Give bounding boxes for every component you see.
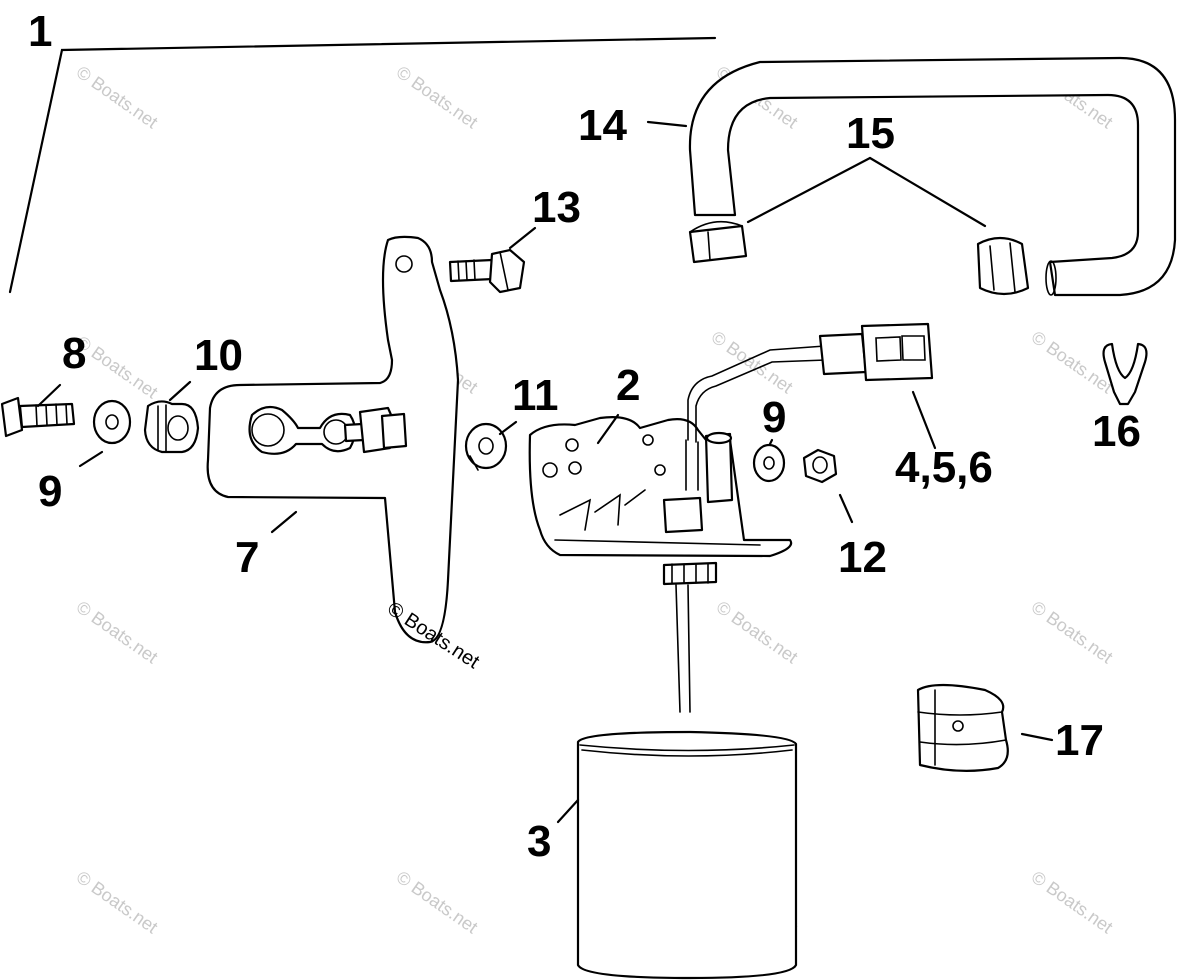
- leader-lines: [36, 120, 1054, 824]
- callout-13: 13: [532, 183, 581, 232]
- part-15-clamp-left: [688, 220, 748, 264]
- part-9-washer-left: [92, 399, 132, 445]
- part-7-bracket: [206, 235, 460, 644]
- watermark: © Boats.net: [393, 867, 482, 937]
- callout-1: 1: [28, 7, 52, 56]
- part-10-grommet: [143, 400, 200, 454]
- part-16-clip: [1102, 342, 1148, 406]
- watermark: © Boats.net: [393, 62, 482, 132]
- callout-4-5-6: 4,5,6: [895, 443, 993, 492]
- callout-17: 17: [1055, 716, 1104, 765]
- callout-labels: 1 14 15 13 8 10 11 2 9 16 4,5,6 9 12 7 1…: [28, 7, 1141, 866]
- part-8-bolt: [0, 396, 76, 438]
- callout-14: 14: [578, 101, 627, 150]
- callout-15: 15: [846, 109, 895, 158]
- callout-11: 11: [512, 371, 559, 420]
- watermark: © Boats.net: [73, 62, 162, 132]
- callout-7: 7: [235, 533, 259, 582]
- callout-3: 3: [527, 817, 551, 866]
- watermark: © Boats.net: [1028, 867, 1117, 937]
- callout-12: 12: [838, 533, 887, 582]
- part-11-spacer: [464, 422, 508, 471]
- callout-8: 8: [62, 329, 86, 378]
- part-17-clamp: [916, 683, 1009, 772]
- watermark: © Boats.net: [73, 867, 162, 937]
- callout-9-left: 9: [38, 467, 62, 516]
- watermark: © Boats.net: [1028, 597, 1117, 667]
- callout-2: 2: [616, 361, 640, 410]
- part-15-clamp-right: [976, 236, 1030, 296]
- callout-9-right: 9: [762, 393, 786, 442]
- watermark: © Boats.net: [1028, 327, 1117, 397]
- watermark: © Boats.net: [713, 597, 802, 667]
- part-2-filter-head: [528, 322, 934, 713]
- part-13-bolt: [448, 248, 526, 294]
- part-9-washer-right: [752, 443, 786, 483]
- assembly-bracket-line: [8, 36, 717, 294]
- part-12-nut: [802, 448, 838, 484]
- part-3-filter-canister: [576, 730, 798, 980]
- watermark: © Boats.net: [73, 597, 162, 667]
- callout-10: 10: [194, 331, 243, 380]
- callout-16: 16: [1092, 407, 1141, 456]
- part-14-hose: [688, 56, 1177, 297]
